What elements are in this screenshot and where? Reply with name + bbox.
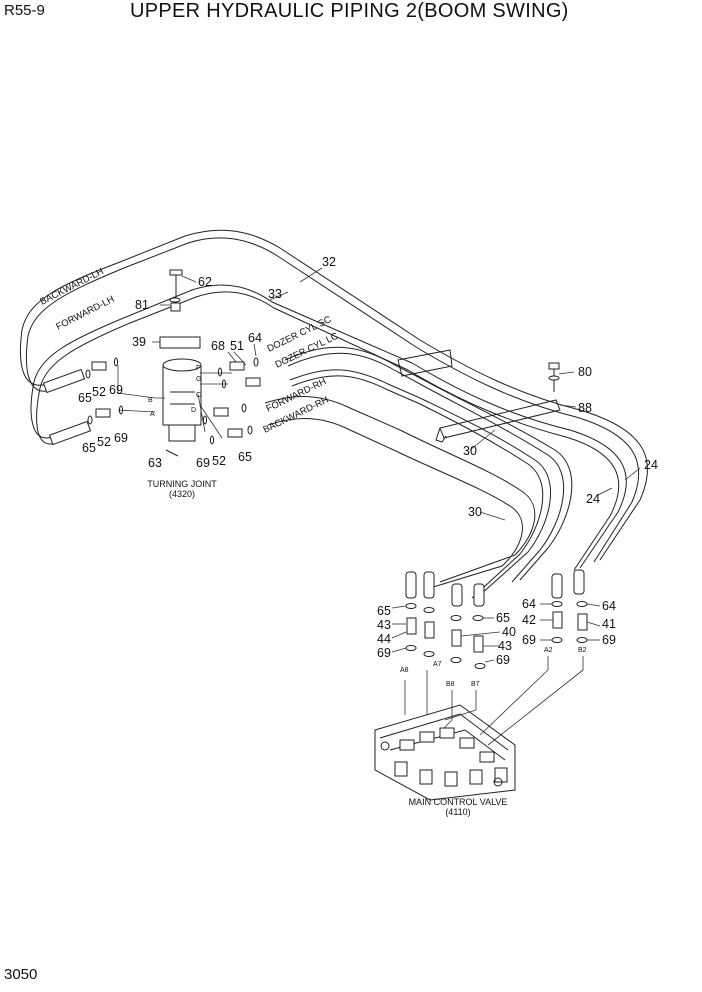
mcv-port-a2: A2 (544, 647, 553, 654)
callout-41: 41 (602, 617, 616, 631)
model-code: R55-9 (4, 2, 45, 19)
bolt-80 (548, 362, 560, 392)
mcv-port-a8: A8 (400, 667, 409, 674)
callout-69b: 69 (114, 431, 128, 445)
callout-24a: 24 (644, 458, 658, 472)
callout-62: 62 (198, 275, 212, 289)
page-number: 3050 (4, 966, 38, 983)
callout-64c: 64 (602, 599, 616, 613)
turning-joint-caption: TURNING JOINT (147, 479, 217, 489)
callout-numbers: 32 33 62 81 39 68 51 64 65 52 69 65 52 6… (78, 255, 658, 667)
callout-69e: 69 (496, 653, 510, 667)
callout-65c: 65 (238, 450, 252, 464)
callout-69c: 69 (196, 456, 210, 470)
callout-52b: 52 (97, 435, 111, 449)
main-control-valve (374, 704, 516, 801)
callout-39: 39 (132, 335, 146, 349)
hose-label-forward-lh: FORWARD-LH (54, 294, 116, 333)
callout-44: 44 (377, 632, 391, 646)
callout-51: 51 (230, 339, 244, 353)
mcv-port-b2: B2 (578, 647, 587, 654)
callout-65d: 65 (377, 604, 391, 618)
callout-leaders (152, 267, 641, 663)
fittings-right (202, 357, 261, 445)
mcv-number: (4110) (445, 807, 470, 817)
callout-69a: 69 (109, 383, 123, 397)
callout-69g: 69 (602, 633, 616, 647)
port-a: A (150, 411, 155, 418)
callout-40: 40 (502, 625, 516, 639)
callout-80: 80 (578, 365, 592, 379)
callout-30b: 30 (468, 505, 482, 519)
callout-81: 81 (135, 298, 149, 312)
callout-65b: 65 (82, 441, 96, 455)
callout-69d: 69 (377, 646, 391, 660)
turning-joint-number: (4320) (169, 489, 195, 499)
port-c: C (196, 392, 201, 399)
callout-65e: 65 (496, 611, 510, 625)
callout-69f: 69 (522, 633, 536, 647)
clamp-plate (397, 349, 561, 443)
callout-24b: 24 (586, 492, 600, 506)
callout-32: 32 (322, 255, 336, 269)
callout-43a: 43 (377, 618, 391, 632)
hose-bundle (19, 229, 648, 607)
callout-64b: 64 (522, 597, 536, 611)
mcv-port-b7: B7 (471, 681, 480, 688)
callout-64a: 64 (248, 331, 262, 345)
turning-joint (117, 269, 232, 457)
callout-68: 68 (211, 339, 225, 353)
callout-30a: 30 (463, 444, 477, 458)
mcv-port-a7: A7 (433, 661, 442, 668)
port-d: D (191, 407, 196, 414)
fittings-left (85, 357, 124, 425)
mcv-caption: MAIN CONTROL VALVE (409, 797, 508, 807)
port-b: B (148, 397, 153, 404)
port-f: F (196, 365, 200, 372)
callout-52a: 52 (92, 385, 106, 399)
port-g: G (196, 376, 201, 383)
callout-65a: 65 (78, 391, 92, 405)
callout-42: 42 (522, 613, 536, 627)
page-title: UPPER HYDRAULIC PIPING 2(BOOM SWING) (130, 0, 569, 22)
callout-63: 63 (148, 456, 162, 470)
callout-88: 88 (578, 401, 592, 415)
callout-52c: 52 (212, 454, 226, 468)
mcv-port-b8: B8 (446, 681, 455, 688)
callout-33: 33 (268, 287, 282, 301)
callout-43b: 43 (498, 639, 512, 653)
